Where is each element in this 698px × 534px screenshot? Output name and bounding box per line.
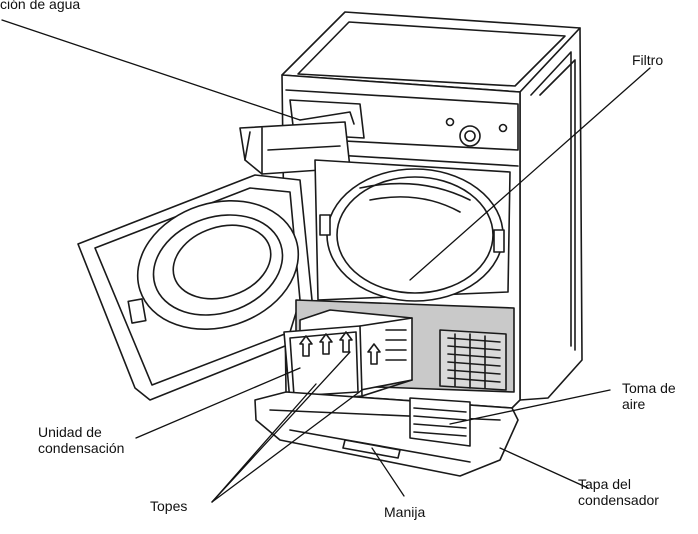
label-air-intake-line2: aire — [622, 396, 646, 412]
label-filter: Filtro — [632, 52, 664, 68]
label-condenser-cover-line2: condensador — [578, 492, 659, 508]
drum-opening — [314, 159, 511, 302]
label-condenser-unit-line2: condensación — [38, 440, 125, 456]
condenser-flap — [254, 391, 519, 477]
callout-lines — [1, 19, 651, 503]
label-handle: Manija — [384, 504, 426, 520]
condenser-unit — [283, 309, 413, 403]
label-condenser-unit-line1: Unidad de — [38, 424, 102, 440]
label-air-intake-line1: Toma de — [622, 380, 676, 396]
label-stops: Topes — [150, 498, 188, 514]
label-condenser-cover-line1: Tapa del — [578, 476, 631, 492]
label-water-tank: ción de agua — [0, 0, 81, 12]
open-door — [77, 174, 313, 401]
